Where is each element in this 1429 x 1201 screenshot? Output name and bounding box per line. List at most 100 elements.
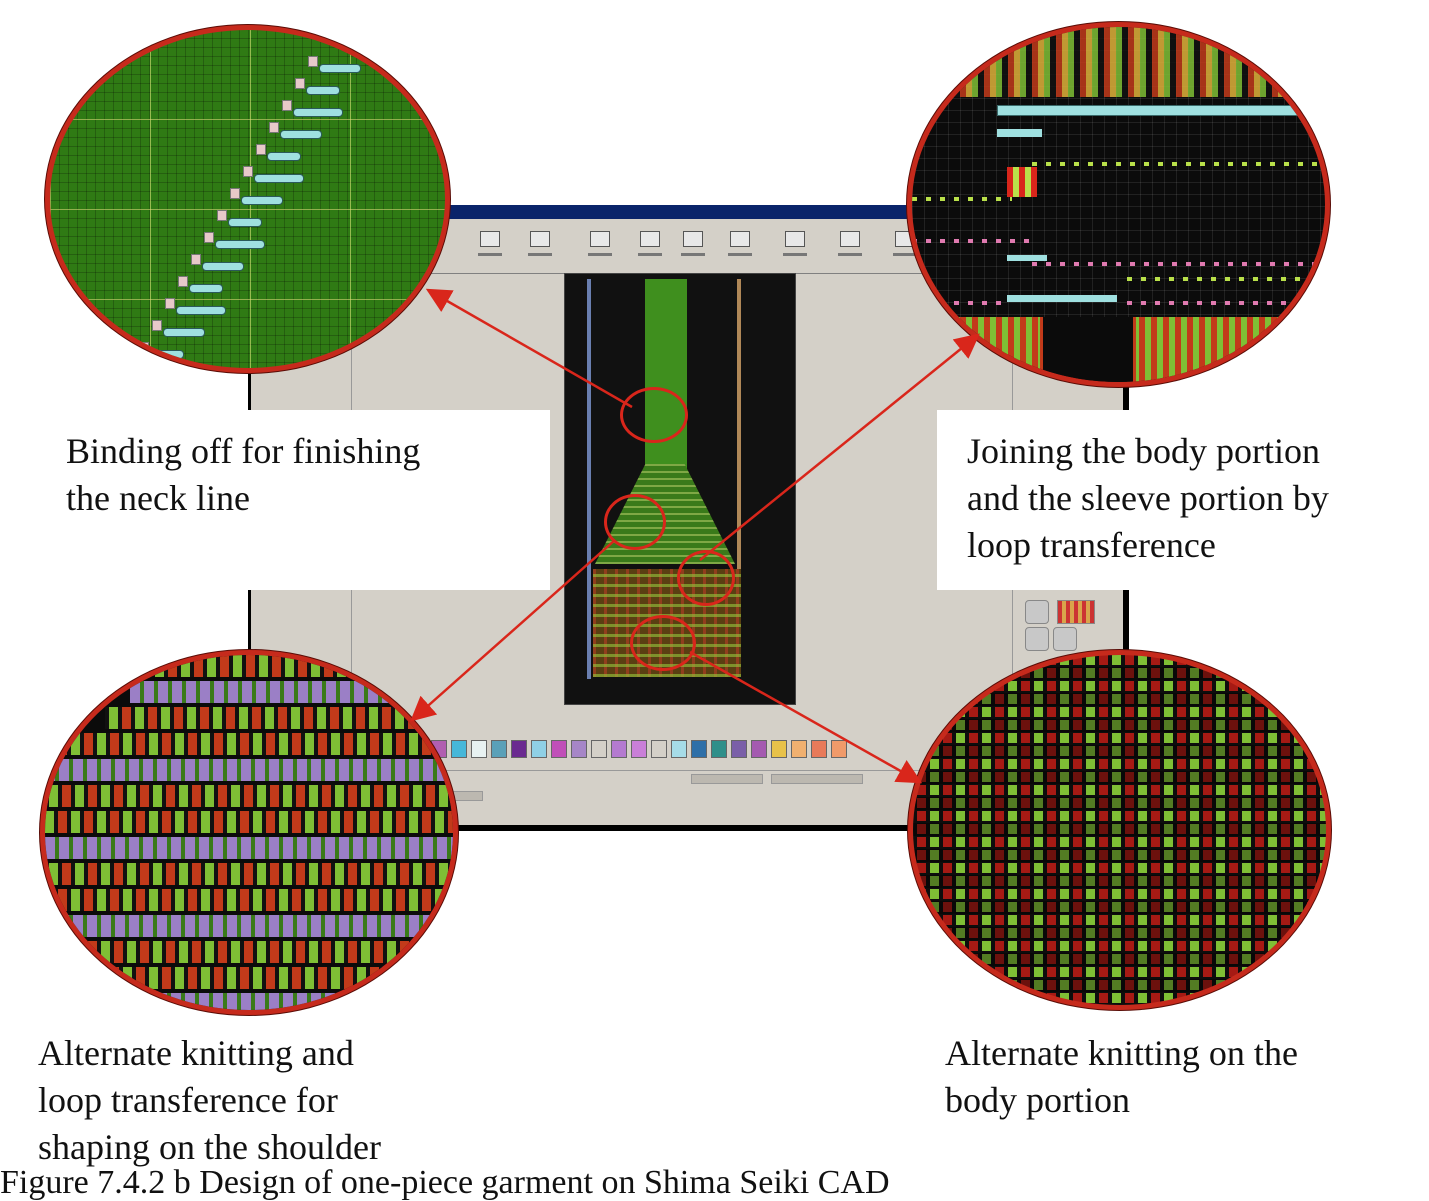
bind-off-stitch bbox=[295, 78, 340, 95]
caption-join: Joining the body portion and the sleeve … bbox=[967, 428, 1329, 569]
transfer-stitch-row bbox=[1007, 255, 1047, 261]
transfer-step bbox=[1007, 167, 1037, 197]
zoom-loupe-join bbox=[907, 22, 1330, 387]
palette-swatch bbox=[471, 740, 487, 758]
palette-swatch bbox=[711, 740, 727, 758]
stitch-dot-row bbox=[912, 301, 1002, 305]
knit-row bbox=[45, 837, 453, 859]
caption-body: Alternate knitting on the body portion bbox=[945, 1030, 1298, 1124]
palette-swatch bbox=[571, 740, 587, 758]
shoulder-marker bbox=[604, 494, 666, 550]
stitch-dot-row bbox=[1127, 301, 1325, 305]
zoom-in-icon bbox=[1025, 627, 1049, 651]
palette-swatch bbox=[491, 740, 507, 758]
caption-line: Alternate knitting on the bbox=[945, 1033, 1298, 1073]
knit-row bbox=[45, 759, 453, 781]
caption-line: loop transference bbox=[967, 525, 1216, 565]
palette-swatch bbox=[831, 740, 847, 758]
knit-band bbox=[912, 27, 1325, 97]
bind-off-stitch bbox=[165, 298, 226, 315]
toolbar-tool-icon bbox=[836, 231, 864, 261]
palette-swatch bbox=[751, 740, 767, 758]
knit-band bbox=[912, 317, 1042, 382]
knit-pattern-overlay bbox=[913, 655, 1326, 1005]
toolbar-tool-icon bbox=[586, 231, 614, 261]
status-field bbox=[691, 774, 763, 784]
caption-background bbox=[937, 410, 1427, 590]
bind-off-stitch bbox=[282, 100, 343, 117]
palette-swatch bbox=[591, 740, 607, 758]
status-field bbox=[771, 774, 863, 784]
caption-line: and the sleeve portion by bbox=[967, 478, 1329, 518]
toolbar-tool-icon bbox=[476, 231, 504, 261]
window-title-bar bbox=[251, 205, 1123, 219]
rotate-icon bbox=[1025, 600, 1049, 624]
knit-row bbox=[130, 681, 453, 703]
knit-row bbox=[105, 707, 453, 729]
figure-caption: Figure 7.4.2 b Design of one-piece garme… bbox=[0, 1164, 890, 1201]
stitch-dot-row bbox=[1127, 277, 1325, 281]
toolbar-tool-icon bbox=[679, 231, 707, 261]
right-tool-panel bbox=[1012, 275, 1123, 815]
bind-off-stitch bbox=[308, 56, 361, 73]
knit-row bbox=[45, 863, 453, 885]
stitch-dot-row bbox=[912, 239, 1032, 243]
knit-row bbox=[45, 967, 453, 989]
stitch-dot-row bbox=[1032, 162, 1325, 166]
stitch-dot-row bbox=[912, 197, 1012, 201]
palette-swatch bbox=[451, 740, 467, 758]
caption-shoulder: Alternate knitting and loop transference… bbox=[38, 1030, 381, 1171]
palette-swatch bbox=[651, 740, 667, 758]
palette-swatch bbox=[631, 740, 647, 758]
caption-line: body portion bbox=[945, 1080, 1130, 1120]
bind-off-stitch bbox=[191, 254, 244, 271]
color-palette bbox=[431, 740, 901, 760]
knit-row bbox=[45, 889, 453, 911]
caption-neck: Binding off for finishing the neck line bbox=[66, 428, 420, 522]
caption-line: the neck line bbox=[66, 478, 250, 518]
bind-off-stitch bbox=[152, 320, 205, 337]
palette-swatch bbox=[531, 740, 547, 758]
palette-swatch bbox=[671, 740, 687, 758]
toolbar-tool-icon bbox=[781, 231, 809, 261]
bind-off-stitch bbox=[256, 144, 301, 161]
bind-off-stitch bbox=[269, 122, 322, 139]
knit-row bbox=[45, 993, 453, 1010]
caption-line: shaping on the shoulder bbox=[38, 1127, 381, 1167]
knit-row bbox=[45, 733, 453, 755]
palette-swatch bbox=[731, 740, 747, 758]
palette-swatch bbox=[611, 740, 627, 758]
palette-swatch bbox=[551, 740, 567, 758]
toolbar-tool-icon bbox=[636, 231, 664, 261]
neck-marker bbox=[620, 387, 688, 443]
caption-line: Binding off for finishing bbox=[66, 431, 421, 471]
pattern-grid-icon bbox=[1057, 600, 1095, 624]
stitch-dot-row bbox=[1032, 262, 1325, 266]
knit-row bbox=[45, 785, 453, 807]
palette-swatch bbox=[771, 740, 787, 758]
knit-row bbox=[45, 915, 453, 937]
bind-off-stitch bbox=[243, 166, 304, 183]
caption-line: Joining the body portion bbox=[967, 431, 1320, 471]
knit-row bbox=[45, 941, 453, 963]
bind-off-stitch bbox=[204, 232, 265, 249]
palette-swatch bbox=[811, 740, 827, 758]
palette-swatch bbox=[511, 740, 527, 758]
toolbar-tool-icon bbox=[726, 231, 754, 261]
bind-off-stitch bbox=[217, 210, 262, 227]
toolbar-tool-icon bbox=[526, 231, 554, 261]
caption-line: loop transference for bbox=[38, 1080, 338, 1120]
bind-off-stitch bbox=[178, 276, 223, 293]
join-marker bbox=[677, 550, 735, 606]
zoom-loupe-neck bbox=[45, 25, 450, 373]
body-marker bbox=[630, 615, 696, 671]
palette-swatch bbox=[691, 740, 707, 758]
gap bbox=[1040, 317, 1136, 382]
zoom-out-icon bbox=[1053, 627, 1077, 651]
transfer-stitch-row bbox=[997, 129, 1042, 137]
bind-off-stitch bbox=[139, 342, 184, 359]
knit-row bbox=[155, 655, 453, 677]
zoom-loupe-shoulder bbox=[40, 650, 458, 1015]
zoom-loupe-body bbox=[908, 650, 1331, 1010]
transfer-stitch-row bbox=[997, 105, 1309, 116]
